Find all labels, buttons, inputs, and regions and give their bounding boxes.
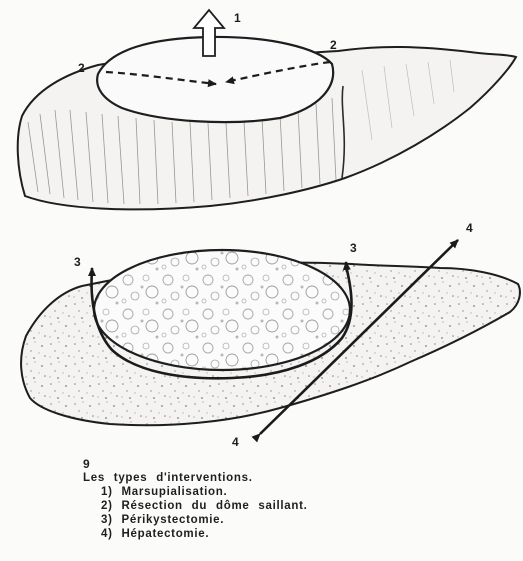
figure-number: 9	[83, 458, 513, 470]
pericystectomy-arrow-right	[346, 262, 347, 272]
label-dome-resection-left: 2	[78, 61, 85, 75]
list-item: 2) Résection du dôme saillant.	[101, 499, 513, 513]
cyst	[94, 250, 350, 370]
list-item: 3) Périkystectomie.	[101, 513, 513, 527]
caption-heading: Les types d'interventions.	[83, 471, 513, 485]
list-item: 1) Marsupialisation.	[101, 485, 513, 499]
figure-caption: 9 Les types d'interventions. 1) Marsupia…	[83, 458, 513, 541]
label-pericystectomy-right: 3	[350, 241, 357, 255]
label-hepatectomy-bottom: 4	[232, 435, 239, 449]
label-marsupialisation: 1	[234, 11, 241, 25]
surgical-diagram: 1 2 2 3 3 4 4	[0, 0, 523, 460]
label-pericystectomy-left: 3	[74, 255, 81, 269]
label-hepatectomy-top: 4	[466, 221, 473, 235]
intervention-list: 1) Marsupialisation. 2) Résection du dôm…	[83, 485, 513, 541]
upper-liver-drawing	[18, 10, 516, 209]
label-dome-resection-right: 2	[330, 38, 337, 52]
lower-liver-drawing	[21, 240, 520, 434]
list-item: 4) Hépatectomie.	[101, 527, 513, 541]
